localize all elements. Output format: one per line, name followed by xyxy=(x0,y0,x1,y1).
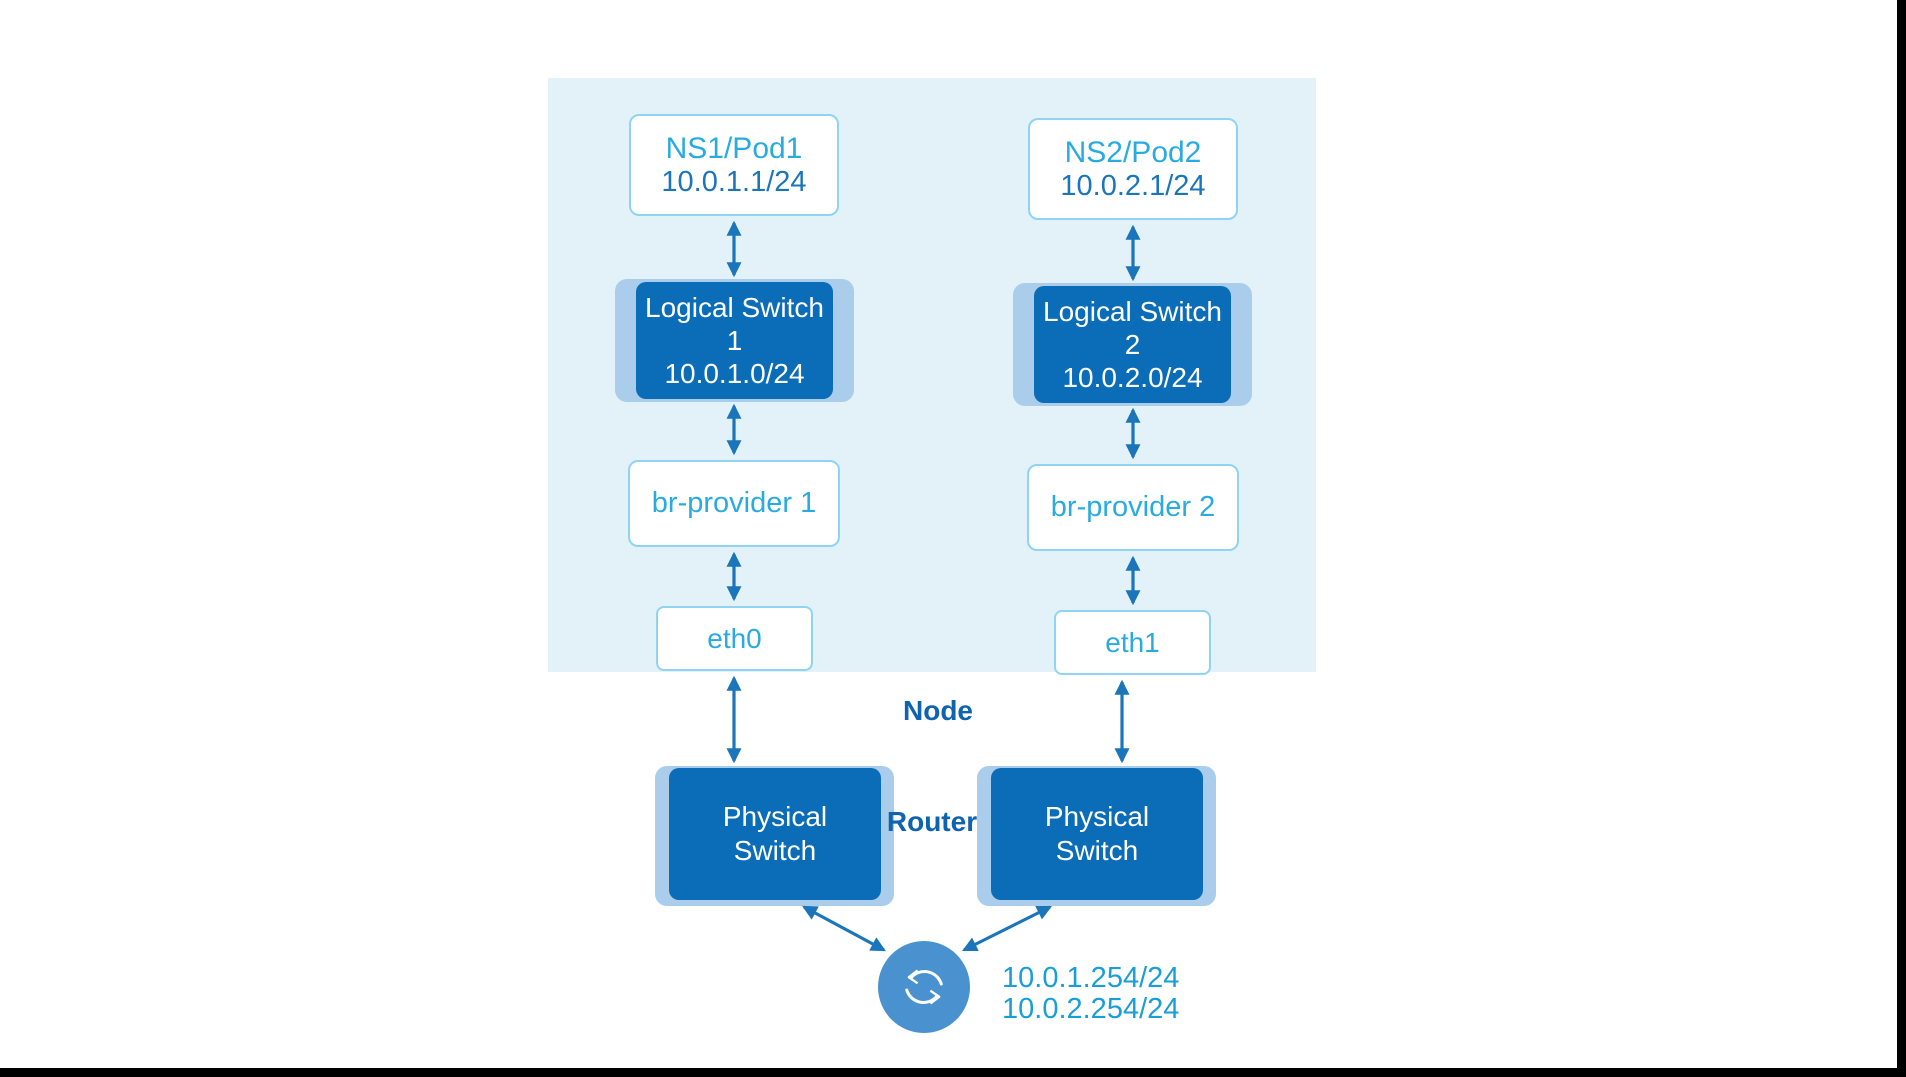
bridge-box-2: br-provider 2 xyxy=(1027,464,1239,551)
pod-box-ns2: NS2/Pod2 10.0.2.1/24 xyxy=(1028,118,1238,220)
physical-switch-line2: Switch xyxy=(733,835,817,866)
physical-switch-line2: Switch xyxy=(1055,835,1139,866)
logical-switch-subnet: 10.0.1.0/24 xyxy=(664,358,805,389)
logical-switch-title: Logical Switch 1 xyxy=(645,292,824,356)
router-ip-1: 10.0.1.254/24 xyxy=(1002,962,1180,994)
pod-ip: 10.0.2.1/24 xyxy=(1060,169,1206,202)
pod-title: NS1/Pod1 xyxy=(665,131,803,165)
bridge-label: br-provider 2 xyxy=(1050,491,1216,523)
router-ip-list: 10.0.1.254/24 10.0.2.254/24 xyxy=(1002,963,1179,1025)
black-edge-bottom xyxy=(0,1068,1906,1077)
router-node xyxy=(878,941,970,1033)
nic-label: eth1 xyxy=(1105,626,1160,658)
pod-ip: 10.0.1.1/24 xyxy=(661,165,807,198)
logical-switch-subnet: 10.0.2.0/24 xyxy=(1062,362,1203,393)
physical-switch-line1: Physical xyxy=(1044,801,1150,832)
logical-switch-1-box: Logical Switch 1 10.0.1.0/24 xyxy=(636,282,833,399)
black-edge-right xyxy=(1897,0,1906,1077)
pod-title: NS2/Pod2 xyxy=(1064,135,1202,169)
physical-switch-line1: Physical xyxy=(722,801,828,832)
logical-switch-title: Logical Switch 2 xyxy=(1043,296,1222,360)
router-ip-2: 10.0.2.254/24 xyxy=(1002,993,1180,1025)
nic-box-eth1: eth1 xyxy=(1054,610,1211,675)
nic-box-eth0: eth0 xyxy=(656,606,813,671)
bridge-box-1: br-provider 1 xyxy=(628,460,840,547)
sync-arrows-icon xyxy=(905,969,943,1005)
nic-label: eth0 xyxy=(707,622,762,654)
bridge-label: br-provider 1 xyxy=(651,487,817,519)
node-label: Node xyxy=(903,695,973,726)
physical-switch-2-box: Physical Switch xyxy=(991,768,1203,900)
physical-switch-1-box: Physical Switch xyxy=(669,768,881,900)
router-label: Router xyxy=(886,806,978,837)
pod-box-ns1: NS1/Pod1 10.0.1.1/24 xyxy=(629,114,839,216)
logical-switch-2-box: Logical Switch 2 10.0.2.0/24 xyxy=(1034,286,1231,403)
